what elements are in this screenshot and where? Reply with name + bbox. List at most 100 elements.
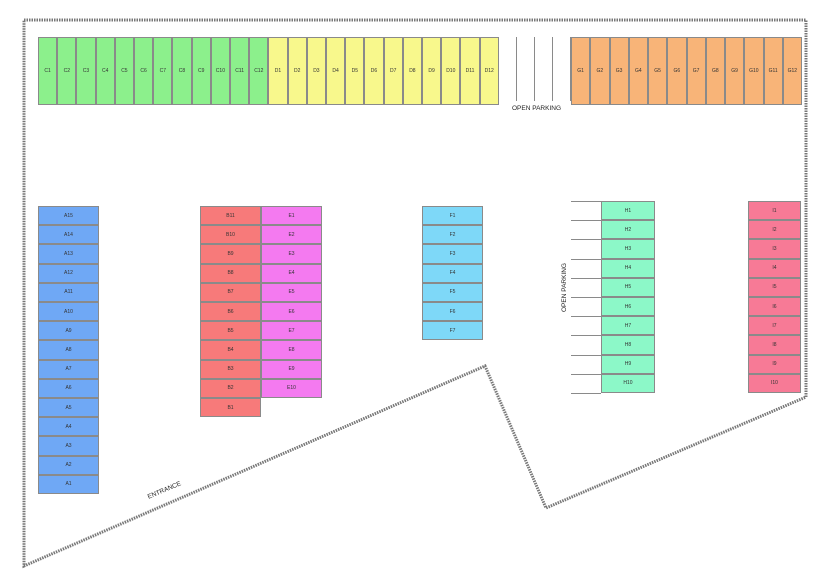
parking-slot-e8: E8 xyxy=(261,340,322,360)
parking-slot-i9: I9 xyxy=(748,354,801,374)
open-parking-stall-line xyxy=(534,37,535,101)
parking-slot-a4: A4 xyxy=(38,417,99,437)
parking-slot-c3: C3 xyxy=(76,37,96,105)
parking-slot-d9: D9 xyxy=(422,37,442,105)
parking-slot-b5: B5 xyxy=(200,321,261,341)
parking-slot-h4: H4 xyxy=(601,258,655,278)
parking-slot-f1: F1 xyxy=(422,206,483,226)
parking-slot-g4: G4 xyxy=(628,37,648,105)
parking-slot-e1: E1 xyxy=(261,206,322,226)
parking-slot-d4: D4 xyxy=(326,37,346,105)
parking-slot-e6: E6 xyxy=(261,302,322,322)
parking-slot-g1: G1 xyxy=(571,37,591,105)
open-parking-side-label: OPEN PARKING xyxy=(561,262,569,313)
open-parking-stall-line xyxy=(570,37,571,101)
parking-slot-e10: E10 xyxy=(261,378,322,398)
parking-slot-e4: E4 xyxy=(261,263,322,283)
parking-slot-d3: D3 xyxy=(306,37,326,105)
parking-slot-d12: D12 xyxy=(479,37,499,105)
parking-slot-g10: G10 xyxy=(744,37,764,105)
parking-slot-h6: H6 xyxy=(601,297,655,317)
parking-slot-b4: B4 xyxy=(200,340,261,360)
parking-slot-d7: D7 xyxy=(383,37,403,105)
parking-slot-g9: G9 xyxy=(725,37,745,105)
parking-slot-a7: A7 xyxy=(38,359,99,379)
open-parking-stall-line xyxy=(571,335,601,337)
parking-slot-d10: D10 xyxy=(441,37,461,105)
parking-slot-c7: C7 xyxy=(153,37,173,105)
parking-slot-b1: B1 xyxy=(200,398,261,418)
parking-slot-g3: G3 xyxy=(609,37,629,105)
parking-slot-g6: G6 xyxy=(667,37,687,105)
boundary-outline xyxy=(22,18,808,569)
parking-slot-e5: E5 xyxy=(261,282,322,302)
parking-slot-a5: A5 xyxy=(38,398,99,418)
parking-slot-i4: I4 xyxy=(748,258,801,278)
parking-slot-d6: D6 xyxy=(364,37,384,105)
parking-slot-a2: A2 xyxy=(38,455,99,475)
parking-slot-b7: B7 xyxy=(200,282,261,302)
open-parking-stall-line xyxy=(571,316,601,318)
parking-slot-e3: E3 xyxy=(261,244,322,264)
parking-slot-d1: D1 xyxy=(268,37,288,105)
parking-slot-f3: F3 xyxy=(422,244,483,264)
parking-slot-h2: H2 xyxy=(601,220,655,240)
parking-slot-b10: B10 xyxy=(200,225,261,245)
open-parking-stall-line xyxy=(571,220,601,222)
parking-slot-f4: F4 xyxy=(422,263,483,283)
parking-slot-b2: B2 xyxy=(200,378,261,398)
open-parking-stall-line xyxy=(571,373,601,375)
parking-slot-f6: F6 xyxy=(422,302,483,322)
parking-slot-g12: G12 xyxy=(782,37,802,105)
parking-slot-e7: E7 xyxy=(261,321,322,341)
parking-slot-i1: I1 xyxy=(748,201,801,221)
parking-slot-f2: F2 xyxy=(422,225,483,245)
parking-slot-c5: C5 xyxy=(114,37,134,105)
parking-slot-g8: G8 xyxy=(705,37,725,105)
parking-slot-g11: G11 xyxy=(763,37,783,105)
open-parking-top-label: OPEN PARKING xyxy=(512,105,562,112)
parking-slot-c1: C1 xyxy=(38,37,58,105)
parking-slot-i2: I2 xyxy=(748,220,801,240)
open-parking-stall-line xyxy=(571,258,601,260)
parking-slot-g5: G5 xyxy=(648,37,668,105)
parking-slot-c12: C12 xyxy=(249,37,269,105)
parking-slot-a12: A12 xyxy=(38,263,99,283)
parking-slot-b3: B3 xyxy=(200,359,261,379)
parking-slot-a13: A13 xyxy=(38,244,99,264)
parking-slot-c9: C9 xyxy=(191,37,211,105)
open-parking-stall-line xyxy=(571,201,601,202)
parking-slot-c4: C4 xyxy=(95,37,115,105)
open-parking-stall-line xyxy=(571,354,601,356)
parking-slot-d8: D8 xyxy=(402,37,422,105)
parking-slot-a6: A6 xyxy=(38,378,99,398)
parking-slot-e9: E9 xyxy=(261,359,322,379)
parking-slot-h5: H5 xyxy=(601,277,655,297)
parking-slot-b6: B6 xyxy=(200,302,261,322)
parking-slot-i3: I3 xyxy=(748,239,801,259)
parking-slot-c6: C6 xyxy=(134,37,154,105)
parking-slot-a15: A15 xyxy=(38,206,99,226)
parking-slot-a9: A9 xyxy=(38,321,99,341)
open-parking-stall-line xyxy=(571,239,601,241)
parking-slot-b8: B8 xyxy=(200,263,261,283)
parking-slot-a1: A1 xyxy=(38,474,99,494)
parking-slot-b9: B9 xyxy=(200,244,261,264)
parking-slot-a3: A3 xyxy=(38,436,99,456)
parking-slot-a11: A11 xyxy=(38,282,99,302)
parking-slot-i10: I10 xyxy=(748,373,801,393)
parking-slot-b11: B11 xyxy=(200,206,261,226)
parking-slot-a8: A8 xyxy=(38,340,99,360)
open-parking-stall-line xyxy=(516,37,517,101)
parking-slot-h1: H1 xyxy=(601,201,655,221)
open-parking-stall-line xyxy=(552,37,553,101)
parking-slot-h3: H3 xyxy=(601,239,655,259)
parking-slot-d5: D5 xyxy=(345,37,365,105)
parking-slot-e2: E2 xyxy=(261,225,322,245)
parking-slot-h9: H9 xyxy=(601,354,655,374)
parking-slot-i6: I6 xyxy=(748,297,801,317)
parking-slot-a14: A14 xyxy=(38,225,99,245)
parking-slot-d11: D11 xyxy=(460,37,480,105)
parking-slot-h10: H10 xyxy=(601,373,655,393)
parking-slot-c2: C2 xyxy=(57,37,77,105)
